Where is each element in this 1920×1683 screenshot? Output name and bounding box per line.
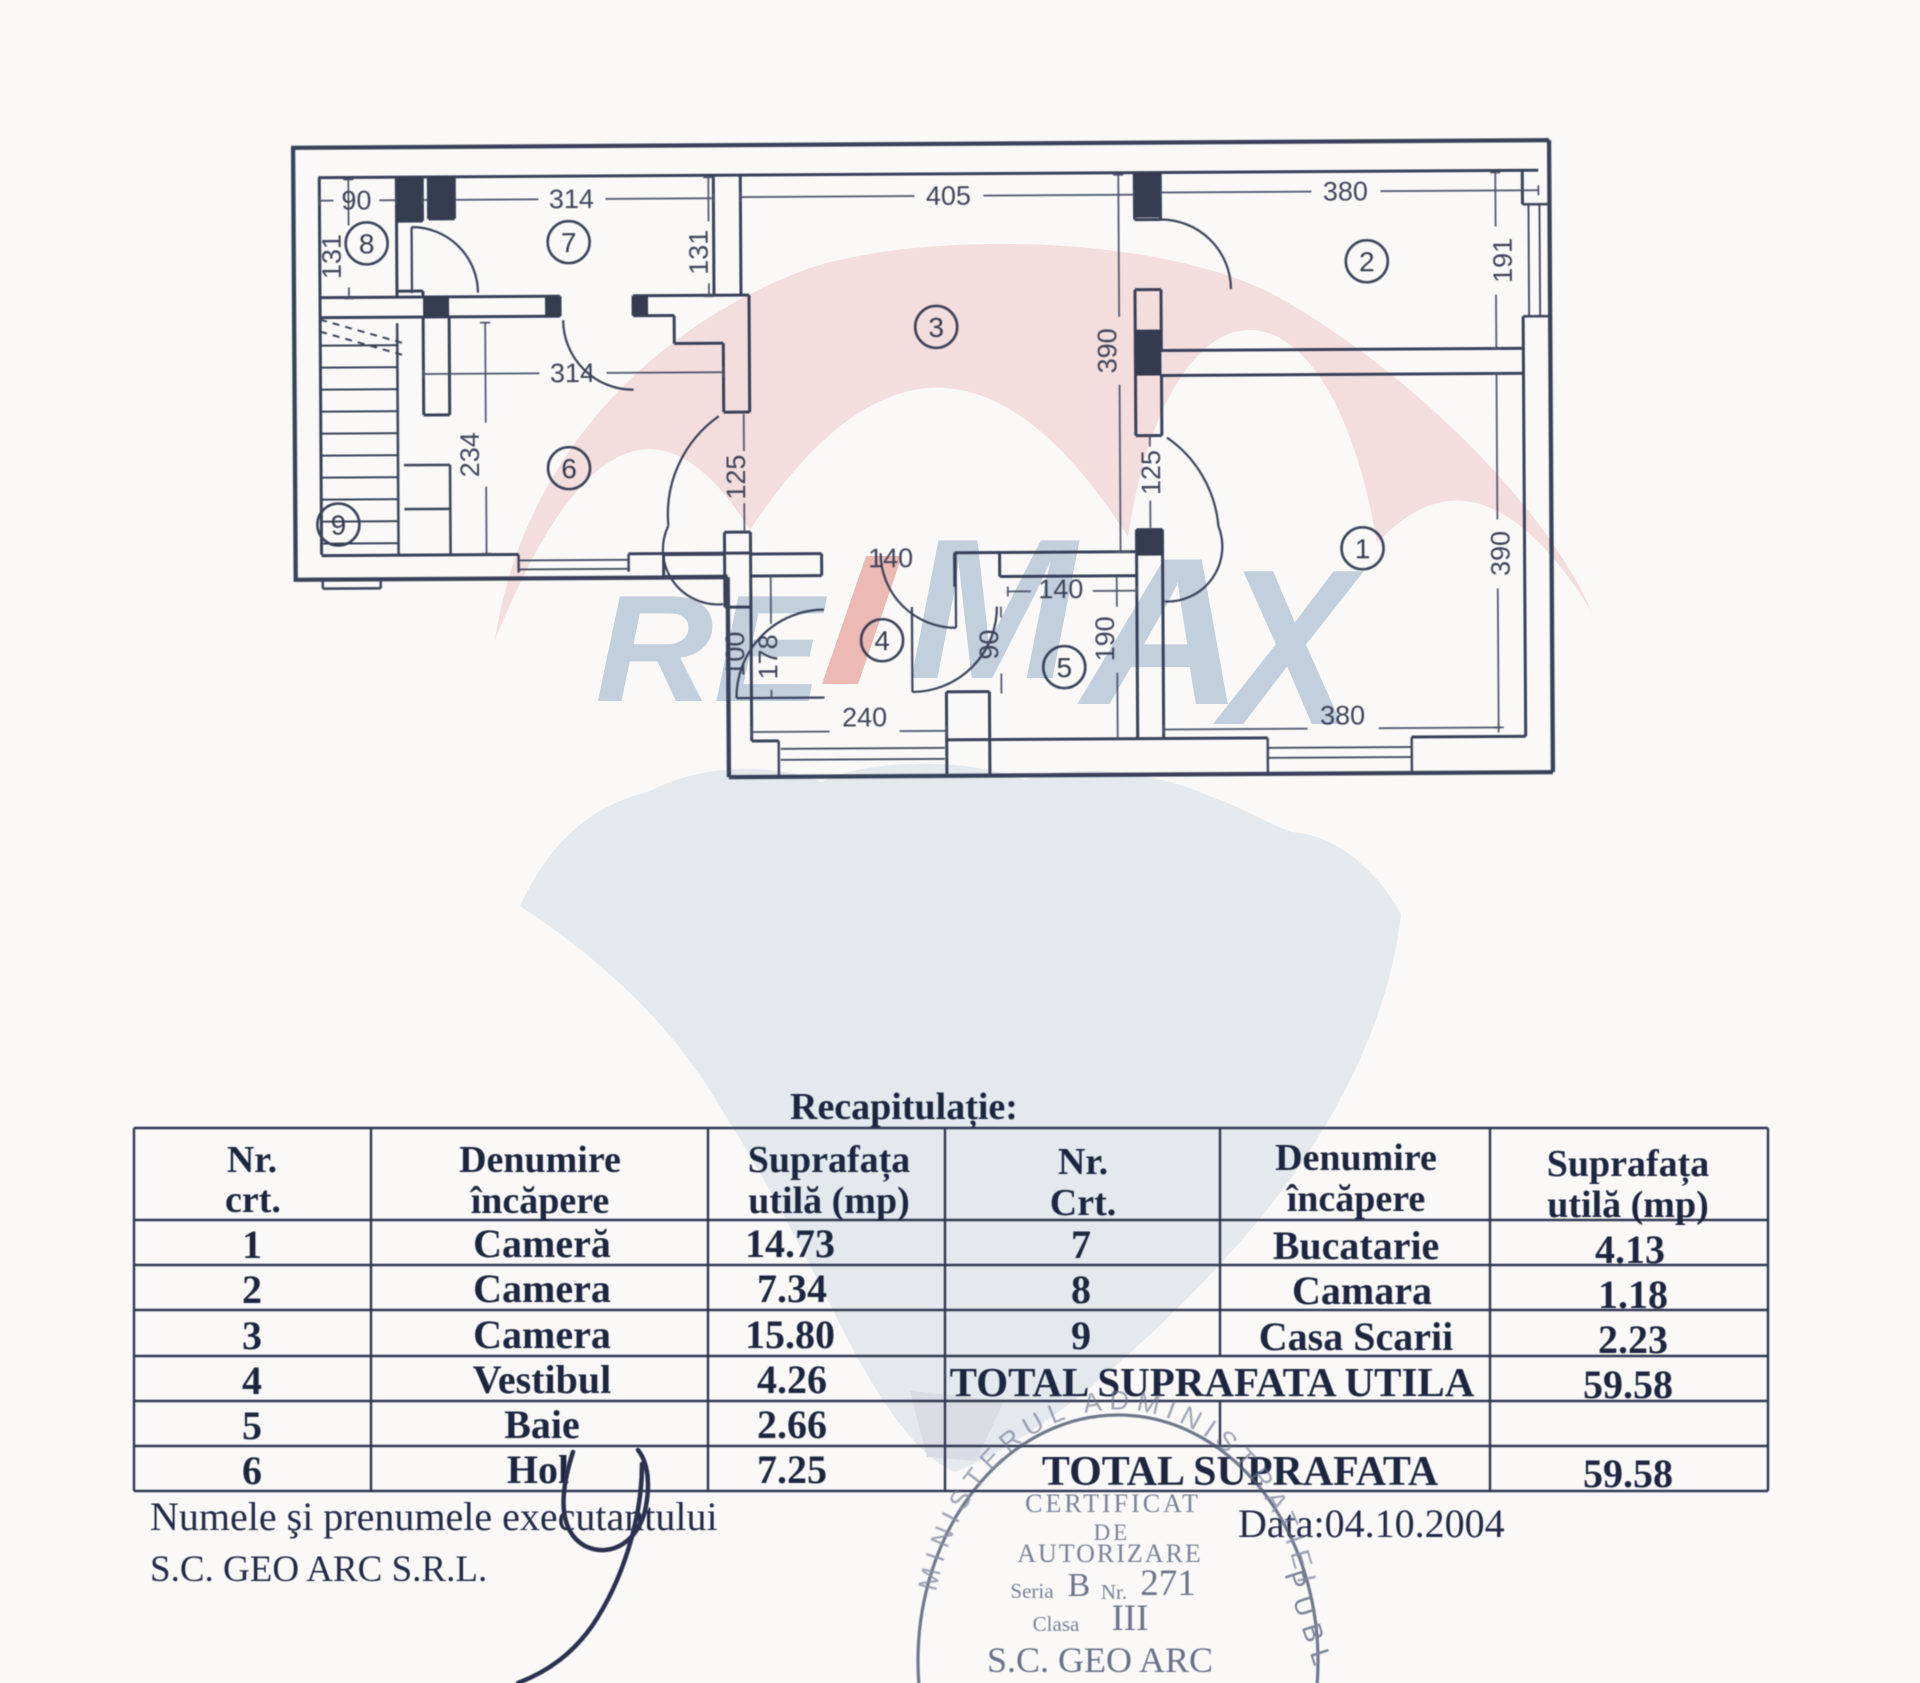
svg-text:crt.: crt. (225, 1179, 281, 1221)
svg-text:Vestibul: Vestibul (473, 1357, 612, 1402)
svg-text:Recapitulație:: Recapitulație: (790, 1086, 1018, 1129)
svg-text:Denumire: Denumire (1275, 1137, 1437, 1179)
svg-text:140: 140 (1038, 574, 1083, 604)
svg-text:Denumire: Denumire (459, 1139, 621, 1181)
svg-text:6: 6 (242, 1448, 262, 1493)
svg-text:Seria: Seria (1010, 1579, 1054, 1603)
svg-text:RE: RE (595, 564, 828, 734)
svg-text:DE: DE (1094, 1520, 1131, 1545)
svg-text:5: 5 (242, 1403, 262, 1448)
svg-text:6: 6 (561, 453, 577, 484)
svg-text:9: 9 (331, 510, 347, 541)
svg-text:2: 2 (242, 1267, 262, 1312)
svg-text:271: 271 (1140, 1563, 1196, 1604)
svg-text:Camera: Camera (473, 1266, 611, 1311)
svg-text:utilă (mp): utilă (mp) (748, 1180, 910, 1222)
svg-text:140: 140 (868, 543, 913, 573)
svg-text:390: 390 (1092, 328, 1122, 373)
svg-text:90: 90 (974, 629, 1004, 659)
svg-text:90: 90 (341, 185, 371, 215)
svg-text:M: M (908, 498, 1080, 721)
svg-text:59.58: 59.58 (1583, 1362, 1673, 1407)
svg-text:5: 5 (1056, 652, 1072, 683)
svg-text:2.23: 2.23 (1598, 1317, 1668, 1362)
svg-text:Bucatarie: Bucatarie (1273, 1223, 1440, 1268)
svg-text:S.C. GEO ARC: S.C. GEO ARC (987, 1640, 1213, 1680)
svg-text:8: 8 (359, 228, 375, 259)
svg-text:III: III (1112, 1598, 1149, 1639)
svg-text:125: 125 (1136, 450, 1166, 495)
svg-text:8: 8 (1071, 1267, 1091, 1312)
svg-text:7.34: 7.34 (757, 1266, 827, 1311)
svg-text:2: 2 (1359, 246, 1375, 277)
svg-text:Nr.: Nr. (227, 1139, 277, 1181)
svg-text:Nr.: Nr. (1101, 1580, 1127, 1604)
svg-text:7: 7 (1071, 1222, 1091, 1267)
svg-text:Casa Scarii: Casa Scarii (1259, 1314, 1453, 1359)
svg-text:Numele şi prenumele executantu: Numele şi prenumele executantului (150, 1494, 718, 1539)
svg-text:Hol: Hol (507, 1447, 569, 1492)
svg-text:utilă (mp): utilă (mp) (1547, 1184, 1709, 1226)
svg-text:Cameră: Cameră (473, 1221, 611, 1266)
svg-text:314: 314 (549, 184, 594, 214)
svg-text:4.13: 4.13 (1595, 1227, 1665, 1272)
svg-text:TOTAL SUPRAFATA UTILA: TOTAL SUPRAFATA UTILA (950, 1359, 1475, 1405)
svg-text:131: 131 (317, 234, 347, 279)
svg-text:Camera: Camera (473, 1312, 611, 1357)
svg-text:Suprafața: Suprafața (1547, 1143, 1710, 1186)
svg-text:240: 240 (842, 702, 887, 732)
svg-text:59.58: 59.58 (1583, 1451, 1673, 1496)
svg-text:234: 234 (455, 432, 485, 477)
svg-text:14.73: 14.73 (745, 1221, 835, 1266)
svg-text:1.18: 1.18 (1598, 1272, 1668, 1317)
svg-text:4: 4 (874, 625, 890, 656)
svg-text:2.66: 2.66 (757, 1402, 827, 1447)
svg-text:TOTAL SUPRAFATA: TOTAL SUPRAFATA (1042, 1449, 1439, 1495)
svg-text:Suprafața: Suprafața (748, 1139, 911, 1182)
svg-text:380: 380 (1320, 700, 1365, 730)
svg-text:PUBL: PUBL (1279, 1567, 1340, 1678)
svg-text:Nr.: Nr. (1058, 1141, 1108, 1183)
svg-text:Clasa: Clasa (1033, 1612, 1080, 1636)
svg-text:9: 9 (1071, 1313, 1091, 1358)
svg-text:390: 390 (1485, 531, 1515, 576)
svg-text:3: 3 (242, 1313, 262, 1358)
svg-text:100: 100 (720, 632, 750, 677)
svg-text:Camara: Camara (1292, 1268, 1432, 1313)
svg-text:15.80: 15.80 (745, 1312, 835, 1357)
svg-text:AUTORIZARE: AUTORIZARE (1017, 1539, 1203, 1568)
svg-text:B: B (1068, 1567, 1091, 1604)
svg-text:4: 4 (242, 1358, 262, 1403)
svg-text:190: 190 (1090, 616, 1120, 661)
svg-text:191: 191 (1488, 238, 1518, 283)
svg-text:X: X (1212, 524, 1364, 772)
svg-text:încăpere: încăpere (1286, 1178, 1426, 1220)
svg-text:Baie: Baie (504, 1402, 580, 1447)
svg-text:405: 405 (926, 181, 971, 211)
svg-text:încăpere: încăpere (470, 1180, 610, 1222)
svg-text:7.25: 7.25 (757, 1447, 827, 1492)
svg-text:CERTIFICAT: CERTIFICAT (1025, 1489, 1201, 1518)
svg-text:314: 314 (550, 358, 595, 388)
svg-text:1: 1 (242, 1222, 262, 1267)
svg-text:S.C. GEO ARC S.R.L.: S.C. GEO ARC S.R.L. (150, 1549, 487, 1590)
svg-text:380: 380 (1323, 176, 1368, 206)
svg-text:131: 131 (684, 230, 714, 275)
svg-text:Crt.: Crt. (1050, 1182, 1116, 1224)
svg-text:3: 3 (928, 312, 944, 343)
svg-text:7: 7 (561, 227, 577, 258)
svg-text:4.26: 4.26 (757, 1357, 827, 1402)
svg-text:178: 178 (753, 634, 783, 679)
svg-text:1: 1 (1355, 533, 1371, 564)
svg-text:125: 125 (721, 455, 751, 500)
